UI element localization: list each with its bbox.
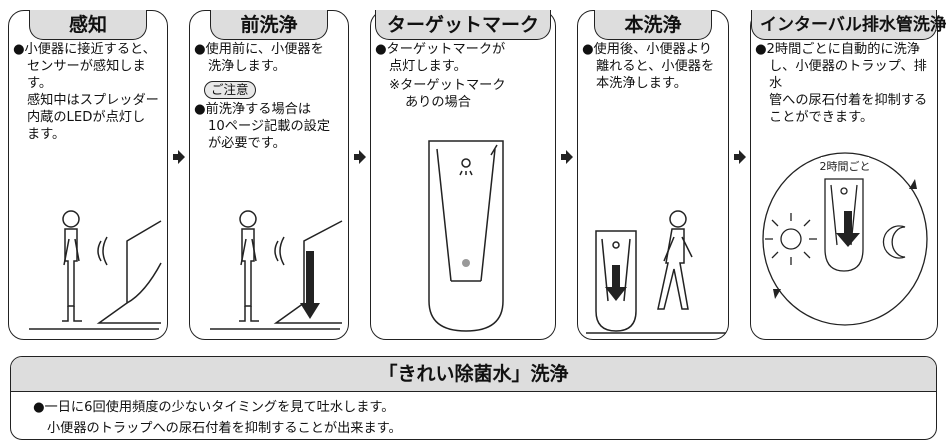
text-line: 10ページ記載の設定 [208,119,331,134]
text-line: 離れると、小便器を [596,59,715,74]
panel-description: ●使用後、小便器より 離れると、小便器を 本洗浄します。 [582,41,724,92]
text-line: ありの場合 [405,95,471,110]
text-line: 点灯します。 [389,59,467,74]
text-line: 洗浄します。 [208,59,286,74]
text-line: ●小便器に接近すると、 [13,42,156,57]
text-line: ます。 [27,127,66,142]
panel-title: 感知 [29,10,147,40]
text-line: が必要です。 [208,136,286,151]
bottom-box-title: 「きれい除菌水」洗浄 [11,357,936,392]
panel-target-mark: ターゲットマーク ●ターゲットマークが 点灯します。 ※ターゲットマーク ありの… [370,10,556,340]
panel-description: ●小便器に接近すると、 センサーが感知しま す。 感知中はスプレッダー 内蔵のL… [13,41,163,143]
panel-sensing: 感知 ●小便器に接近すると、 センサーが感知しま す。 感知中はスプレッダー 内… [8,10,168,340]
panel-title: インターバル排水管洗浄 [751,10,946,40]
day-night-cycle-illustration: 2時間ごと [762,152,928,326]
caution-badge: ご注意 [204,81,256,99]
text-line: ●前洗浄する場合は [194,102,312,117]
panel-interval-drain-wash: インターバル排水管洗浄 ●2時間ごとに自動的に洗浄 し、小便器のトラップ、排水 … [750,10,946,340]
flow-arrow-icon [354,150,366,164]
text-line: 小便器のトラップへの尿石付着を抑制することが出来ます。 [47,421,402,436]
bottom-box-description: ●一日に6回使用頻度の少ないタイミングを見て吐水します。 小便器のトラップへの尿… [11,392,936,439]
flow-arrow-icon [734,150,746,164]
flow-arrow-icon [173,150,185,164]
text-line: ●使用後、小便器より [582,42,712,57]
text-line: 本洗浄します。 [596,76,687,91]
panel-description: ●2時間ごとに自動的に洗浄 し、小便器のトラップ、排水 管への尿石付着を抑制する… [755,41,933,126]
text-line: ※ターゲットマーク [389,78,506,93]
text-line: し、小便器のトラップ、排水 [769,59,927,91]
pre-wash-urinal-illustration [210,210,343,330]
text-line: 管への尿石付着を抑制する [769,93,928,108]
text-line: ●一日に6回使用頻度の少ないタイミングを見て吐水します。 [33,400,395,415]
person-leaving-urinal-illustration [586,210,726,334]
text-line: 感知中はスプレッダー [27,93,159,108]
flow-arrow-icon [561,150,573,164]
text-line: ●2時間ごとに自動的に洗浄 [755,42,920,57]
text-line: ●ターゲットマークが [375,42,506,57]
person-approaching-urinal-illustration [29,210,162,330]
text-line: 内蔵のLEDが点灯し [27,110,146,125]
panel-title: 前洗浄 [210,10,328,40]
panel-title: 本洗浄 [594,10,712,40]
text-line: ●使用前に、小便器を [194,42,324,57]
sterilized-water-wash-box: 「きれい除菌水」洗浄 ●一日に6回使用頻度の少ないタイミングを見て吐水します。 … [10,356,937,440]
text-line: す。 [27,76,53,91]
panel-description: ●ターゲットマークが 点灯します。 ※ターゲットマーク ありの場合 [375,41,551,111]
panel-title: ターゲットマーク [375,10,551,40]
text-line: センサーが感知しま [27,59,146,74]
panel-description: ●使用前に、小便器を 洗浄します。 ご注意 ●前洗浄する場合は 10ページ記載の… [194,41,344,152]
panel-main-wash: 本洗浄 ●使用後、小便器より 離れると、小便器を 本洗浄します。 [577,10,729,340]
cycle-label: 2時間ごと [820,159,871,173]
urinal-with-target-mark-illustration [428,140,504,332]
panel-pre-wash: 前洗浄 ●使用前に、小便器を 洗浄します。 ご注意 ●前洗浄する場合は 10ペー… [189,10,349,340]
text-line: ことができます。 [769,110,874,125]
